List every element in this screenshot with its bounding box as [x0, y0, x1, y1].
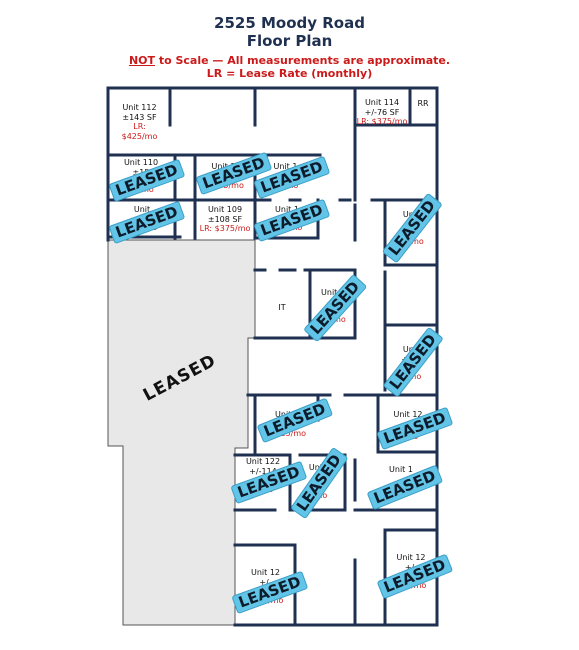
floor-plan-subtitle: Floor Plan [246, 32, 333, 50]
unit-109-label: Unit 109 ±108 SF LR: $375/mo [197, 205, 253, 234]
unit-114-size: +/-76 SF [364, 107, 400, 117]
unit-114-label: Unit 114 +/-76 SF LR: $375/mo [356, 98, 408, 127]
unit-108-name: Unit [133, 205, 151, 214]
unit-114-lr: LR: $375/mo [356, 117, 408, 126]
lease-rate-legend: LR = Lease Rate (monthly) [206, 67, 373, 80]
unit-112-label: Unit 112 ±143 SF LR: $425/mo [112, 103, 167, 141]
unit-119-name: Unit 12 [393, 410, 423, 419]
unit-123-size: +/- [259, 577, 272, 587]
unit-112-size: ±143 SF [122, 112, 157, 122]
unit-112-lr-value: $425/mo [121, 131, 158, 141]
scale-disclaimer: NOT to Scale — All measurements are appr… [0, 54, 579, 67]
unit-114-name: Unit 114 [364, 98, 400, 107]
unit-109-lr: LR: $375/mo [199, 224, 251, 233]
unit-109-name: Unit 109 [207, 205, 243, 214]
unit-124-name: Unit 12 [396, 553, 426, 562]
it-room-label: IT [278, 303, 286, 312]
unit-113-name: Unit 1 [273, 162, 298, 171]
unit-112-lr-label: LR: [133, 122, 146, 131]
unit-112-name: Unit 112 [122, 103, 157, 112]
unit-109-size: ±108 SF [207, 214, 243, 224]
unit-116-name: Unit 1 [321, 288, 345, 297]
unit-118-lr: LR:25/mo [267, 428, 307, 438]
unit-122-name: Unit 122 [245, 457, 281, 466]
unit-107-name: Unit 1 [275, 205, 299, 214]
restroom-label: RR [417, 99, 429, 108]
leased-area-shape [107, 239, 256, 626]
scale-disclaimer-not: NOT [128, 54, 155, 67]
scale-disclaimer-text: to Scale — All measurements are approxim… [155, 54, 451, 67]
unit-120-name: Unit 1 [389, 465, 413, 474]
unit-122-size: +/-114 [249, 466, 277, 476]
unit-111-lr: $375/mo [208, 181, 244, 190]
floor-plan-title: 2525 Moody Road [214, 14, 365, 32]
unit-123-name: Unit 12 [250, 568, 280, 577]
unit-110-name: Unit 110 [123, 158, 159, 167]
